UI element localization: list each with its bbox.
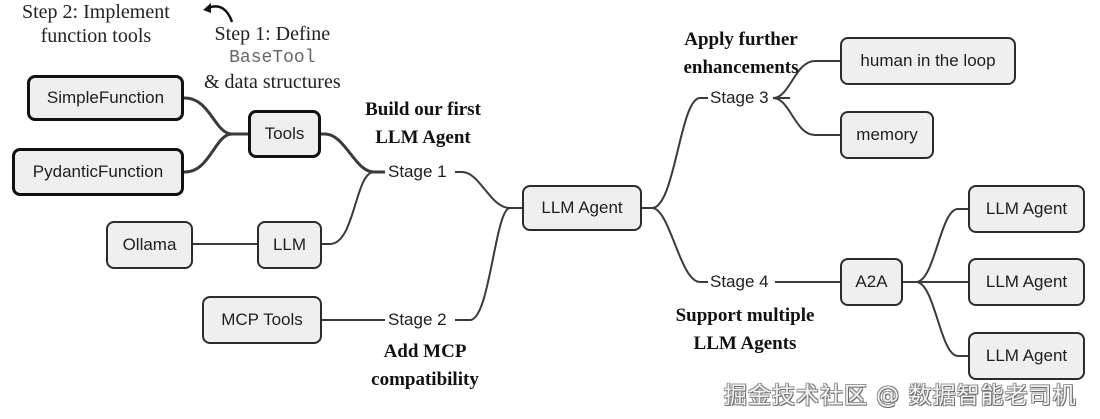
node-simple-function[interactable]: SimpleFunction [27,75,184,121]
stage-3-note-line2: enhancements [683,57,799,78]
stage-2-note: Add MCP compatibility [355,338,495,394]
watermark: 掘金技术社区 @ 数据智能老司机 [724,383,1077,409]
step1-annotation: Step 1: Define BaseTool & data structure… [204,22,341,94]
link-tools-simple [183,96,248,136]
node-agent-3[interactable]: LLM Agent [968,332,1085,380]
link-root-stage1 [455,171,522,209]
stage-4-label[interactable]: Stage 4 [708,272,771,292]
node-agent-1[interactable]: LLM Agent [968,185,1085,233]
link-stage1-llm [322,171,375,245]
stage-3-note-line1: Apply further [684,29,798,50]
node-tools[interactable]: Tools [248,110,321,158]
stage-1-note: Build our first LLM Agent [358,96,488,152]
stage-2-label[interactable]: Stage 2 [386,310,449,330]
step1-line1: Step 1: Define [214,23,331,45]
link-stage3-memory [772,97,840,136]
node-ollama[interactable]: Ollama [106,221,193,269]
link-root-stage3 [642,97,708,209]
stage-4-note: Support multiple LLM Agents [660,302,830,358]
stage-1-note-line1: Build our first [365,99,481,120]
stage-3-note: Apply further enhancements [666,26,816,82]
stage-4-note-line2: LLM Agents [693,333,797,354]
node-mcp-tools[interactable]: MCP Tools [202,296,322,344]
stage-2-note-line2: compatibility [371,369,479,390]
stage-1-label[interactable]: Stage 1 [386,162,449,182]
step2-line2: function tools [40,25,152,47]
step1-code: BaseTool [229,48,316,68]
link-a2a-agent1 [902,208,968,283]
node-agent-2[interactable]: LLM Agent [968,258,1085,306]
node-root-llm-agent[interactable]: LLM Agent [522,185,642,231]
step-arrow [207,5,234,23]
node-human-in-the-loop[interactable]: human in the loop [840,37,1016,85]
step2-line1: Step 2: Implement [22,1,170,23]
link-root-stage2 [455,207,511,321]
link-a2a-agent3 [915,281,968,357]
link-root-stage4 [651,207,708,283]
node-llm[interactable]: LLM [257,221,322,269]
stage-3-label[interactable]: Stage 3 [708,88,771,108]
node-memory[interactable]: memory [840,111,934,159]
step2-annotation: Step 2: Implement function tools [22,0,170,48]
step1-line3: & data structures [204,71,341,93]
stage-4-note-line1: Support multiple [675,305,815,326]
node-a2a[interactable]: A2A [840,258,903,306]
stage-2-note-line1: Add MCP [383,341,467,362]
link-tools-pydantic [183,132,233,174]
stage-1-note-line2: LLM Agent [375,127,471,148]
node-pydantic-function[interactable]: PydanticFunction [12,148,184,196]
